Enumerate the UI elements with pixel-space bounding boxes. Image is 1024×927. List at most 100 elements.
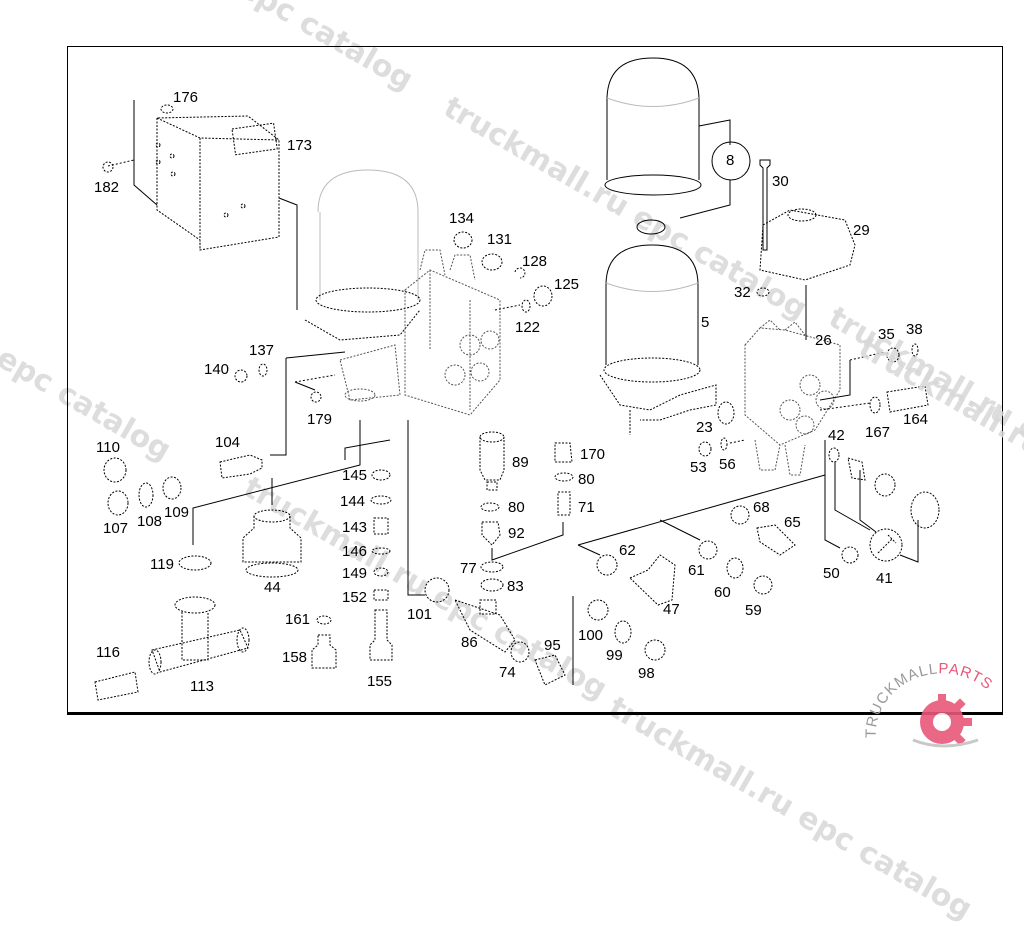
tube-116-part (95, 672, 138, 700)
leader-line (295, 382, 315, 390)
callout-108: 108 (137, 514, 162, 529)
callout-173: 173 (287, 138, 312, 153)
callout-56: 56 (719, 457, 736, 472)
ring-23-part (718, 402, 734, 424)
connector-47-part (630, 555, 675, 605)
fitting-110-part (104, 458, 126, 482)
parts-drawing (0, 0, 1024, 750)
leader-line (286, 352, 345, 358)
fitting-95-part (535, 655, 565, 685)
washer-32-part (757, 288, 769, 296)
callout-26: 26 (815, 333, 832, 348)
callout-65: 65 (784, 515, 801, 530)
logo-brand-part2: PARTS (938, 660, 996, 693)
valve-block-part (340, 250, 500, 415)
callout-116: 116 (96, 645, 120, 660)
fitting-158-part (312, 635, 336, 668)
fitting-71-part (558, 492, 570, 515)
callout-95: 95 (544, 638, 561, 653)
silencer-44-part (243, 510, 301, 577)
clip-108-part (139, 483, 153, 507)
callout-167: 167 (865, 425, 890, 440)
callout-113: 113 (190, 679, 214, 694)
switch-89-part (480, 432, 504, 490)
leader-line (680, 180, 730, 218)
ring-83-part (481, 579, 503, 591)
cartridge-5-part (600, 245, 716, 435)
callout-100: 100 (578, 628, 603, 643)
plug-53-part (699, 442, 711, 456)
leader-line (825, 440, 840, 548)
washer-68-part (731, 506, 749, 524)
cartridge-8-part (605, 58, 701, 195)
wrench-icon (878, 535, 896, 553)
callout-164: 164 (903, 412, 928, 427)
leader-line (578, 475, 825, 545)
nut-92-part (482, 522, 500, 545)
ring-42-part (829, 448, 839, 462)
ring-161-part (317, 616, 331, 624)
ring-77-part (481, 562, 503, 572)
callout-99: 99 (606, 648, 623, 663)
fitting-101-part (425, 578, 449, 602)
callout-149: 149 (342, 566, 367, 581)
ring-80-part (555, 473, 573, 481)
ring-122-part (522, 300, 530, 312)
gear-icon (920, 694, 972, 746)
callout-110: 110 (96, 440, 120, 455)
callout-146: 146 (342, 544, 367, 559)
leader-line (730, 440, 745, 443)
callout-61: 61 (688, 563, 705, 578)
leader-line (900, 520, 918, 562)
callout-74: 74 (499, 665, 516, 680)
fitting-131-part (482, 254, 502, 270)
callout-38: 38 (906, 322, 923, 337)
air-dryer-cartridge-part (305, 170, 420, 340)
leader-line (108, 160, 134, 166)
leader-line (660, 520, 700, 540)
leader-line (279, 198, 297, 310)
callout-53: 53 (690, 460, 707, 475)
callout-62: 62 (619, 543, 636, 558)
callout-104: 104 (215, 435, 240, 450)
callout-50: 50 (823, 566, 840, 581)
truckmallparts-logo: TRUCKMALLPARTS (858, 660, 1024, 750)
callout-182: 182 (94, 180, 119, 195)
callout-176: 176 (173, 90, 198, 105)
callout-80: 80 (578, 472, 595, 487)
spring-109-part (163, 477, 181, 499)
nut-182-part (103, 162, 113, 172)
callout-144: 144 (340, 494, 365, 509)
ring-60-part (727, 558, 743, 578)
callout-155: 155 (367, 674, 392, 689)
leader-line (699, 120, 730, 145)
callout-122: 122 (515, 320, 540, 335)
callout-140: 140 (204, 362, 229, 377)
sensor-170-part (555, 443, 572, 462)
ring-99-part (615, 621, 631, 643)
fitting-104-part (220, 455, 262, 478)
callout-42: 42 (828, 428, 845, 443)
leader-line (492, 522, 563, 560)
callout-170: 170 (580, 447, 605, 462)
callout-125: 125 (554, 277, 579, 292)
callout-179: 179 (307, 412, 332, 427)
cover-29-part (760, 209, 855, 280)
callout-23: 23 (696, 420, 713, 435)
callout-60: 60 (714, 585, 731, 600)
callout-30: 30 (772, 174, 789, 189)
callout-77: 77 (460, 561, 477, 576)
callout-145: 145 (342, 468, 367, 483)
callout-68: 68 (753, 500, 770, 515)
cap-125-part (534, 286, 552, 306)
fitting-part (875, 474, 895, 496)
callout-92: 92 (508, 526, 525, 541)
callout-83: 83 (507, 579, 524, 594)
callout-5: 5 (701, 315, 709, 330)
callout-134: 134 (449, 211, 474, 226)
ring-119-part (179, 556, 211, 570)
leader-line (295, 375, 335, 382)
leader-line (820, 360, 850, 400)
callout-158: 158 (282, 650, 307, 665)
ring-56-part (721, 438, 727, 450)
